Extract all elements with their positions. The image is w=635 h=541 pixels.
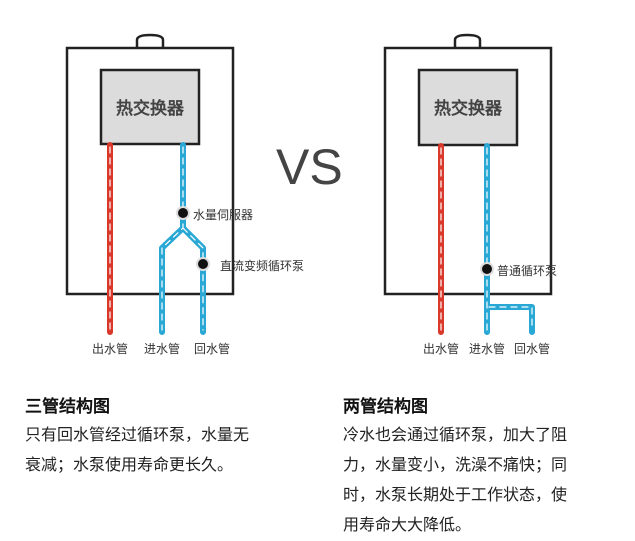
left-body-line: 衰减；水泵使用寿命更长久。 xyxy=(25,455,234,474)
right-heat-exchanger xyxy=(417,68,519,147)
left-top-knob xyxy=(135,33,165,48)
right-exchanger-label: 热交换器 xyxy=(434,99,502,119)
right-body-line: 用寿命大大降低。 xyxy=(343,515,472,534)
right-pipe-label-out: 出水管 xyxy=(423,342,460,356)
left-pipe-label-in: 进水管 xyxy=(144,342,181,356)
right-body-line: 时，水泵长期处于工作状态，使 xyxy=(343,485,568,504)
right-body-line: 力，水量变小，洗澡不痛快；同 xyxy=(343,455,568,474)
left-body-line: 只有回水管经过循环泵，水量无 xyxy=(25,425,250,444)
right-pipe-label-in: 进水管 xyxy=(469,342,506,356)
servo-dot xyxy=(176,206,190,220)
right-pump-dot xyxy=(480,262,494,276)
pump-dot xyxy=(196,257,210,271)
right-pump-label: 普通循环泵 xyxy=(497,264,558,278)
left-heat-exchanger xyxy=(99,68,201,146)
left-pipe-label-return: 回水管 xyxy=(194,342,231,356)
left-body: 只有回水管经过循环泵，水量无 衰减；水泵使用寿命更长久。 xyxy=(25,420,249,480)
right-pipe-label-return: 回水管 xyxy=(514,342,551,356)
right-outer-box xyxy=(383,46,553,296)
left-pump-label: 直流变频循环泵 xyxy=(220,259,305,273)
right-top-knob xyxy=(453,33,482,48)
left-heater xyxy=(65,33,235,335)
right-heater xyxy=(383,33,553,335)
left-pipe-label-out: 出水管 xyxy=(92,342,129,356)
right-body: 冷水也会通过循环泵，加大了阻 力，水量变小，洗澡不痛快；同 时，水泵长期处于工作… xyxy=(343,420,567,540)
left-exchanger-label: 热交换器 xyxy=(116,99,184,119)
right-blue-pipes xyxy=(484,143,535,335)
servo-label: 水量伺服器 xyxy=(193,208,254,222)
left-outer-box xyxy=(65,46,235,296)
left-title: 三管结构图 xyxy=(25,397,110,417)
right-title: 两管结构图 xyxy=(343,397,428,417)
right-body-line: 冷水也会通过循环泵，加大了阻 xyxy=(343,425,568,444)
vs-label: VS xyxy=(276,139,343,195)
